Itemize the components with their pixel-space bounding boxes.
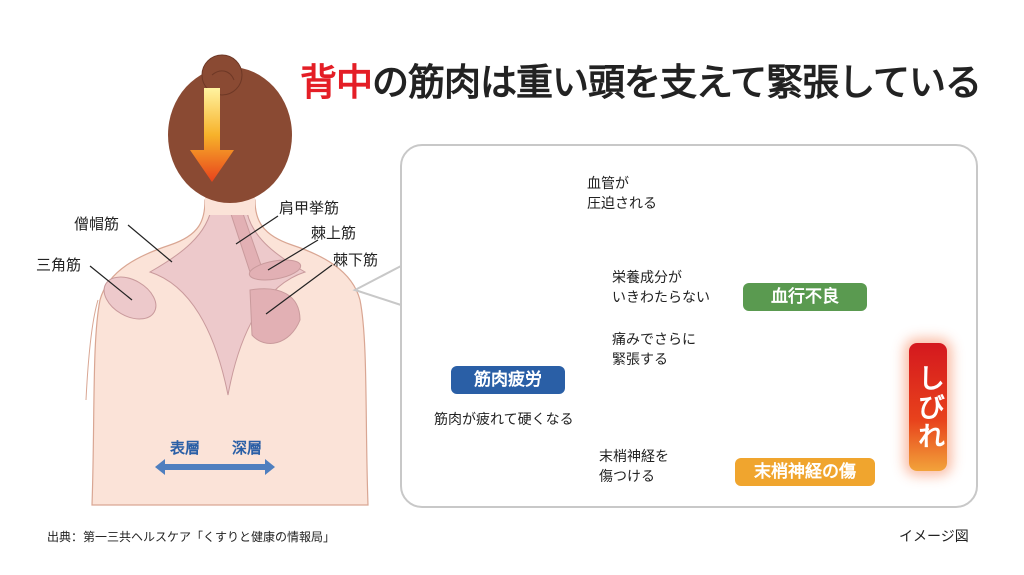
- source-credit: 出典：第一三共ヘルスケア「くすりと健康の情報局」: [47, 530, 336, 544]
- text-nerve-hurt: 末梢神経を 傷つける: [599, 447, 669, 487]
- hair-bun: [201, 54, 243, 96]
- label-superficial: 表層: [170, 439, 201, 457]
- label-trapezius: 僧帽筋: [74, 215, 120, 233]
- head-hair: [168, 67, 292, 203]
- text-nutrients-line1: 栄養成分が: [612, 270, 682, 286]
- tag-poor-circulation: 血行不良: [743, 283, 867, 311]
- text-compress-line1: 血管が: [587, 176, 629, 192]
- text-nerve-hurt-line1: 末梢神経を: [599, 449, 669, 465]
- text-pain-line1: 痛みでさらに: [612, 332, 696, 348]
- label-infraspinatus: 棘下筋: [333, 251, 379, 269]
- page-title: 背中の筋肉は重い頭を支えて緊張している: [300, 52, 982, 106]
- text-nutrients: 栄養成分が いきわたらない: [612, 268, 710, 308]
- text-fatigue-caption: 筋肉が疲れて硬くなる: [434, 412, 574, 428]
- title-rest: の筋肉は重い頭を支えて緊張している: [372, 61, 982, 104]
- infraspinatus-muscle: [249, 288, 301, 344]
- trapezius-muscle: [148, 204, 307, 396]
- label-deep: 深層: [232, 439, 263, 457]
- image-note: イメージ図: [899, 529, 969, 545]
- head-weight-arrow: [190, 88, 234, 182]
- supraspinatus-muscle: [248, 259, 302, 281]
- text-pain: 痛みでさらに 緊張する: [612, 330, 696, 370]
- tag-numbness: しびれ: [909, 343, 947, 471]
- title-accent: 背中: [300, 61, 373, 104]
- text-pain-line2: 緊張する: [612, 352, 668, 368]
- text-nerve-hurt-line2: 傷つける: [599, 469, 655, 485]
- label-supraspinatus: 棘上筋: [311, 224, 357, 242]
- cycle-panel: [400, 144, 978, 508]
- layer-direction-arrow: [155, 459, 275, 475]
- label-deltoid: 三角筋: [36, 256, 82, 274]
- back-figure: [85, 54, 369, 506]
- text-nutrients-line2: いきわたらない: [612, 290, 710, 306]
- text-compress: 血管が 圧迫される: [587, 174, 657, 214]
- tag-muscle-fatigue: 筋肉疲労: [451, 366, 565, 394]
- tag-nerve-damage: 末梢神経の傷: [735, 458, 875, 486]
- text-compress-line2: 圧迫される: [587, 196, 657, 212]
- label-levator-scapulae: 肩甲挙筋: [279, 199, 340, 217]
